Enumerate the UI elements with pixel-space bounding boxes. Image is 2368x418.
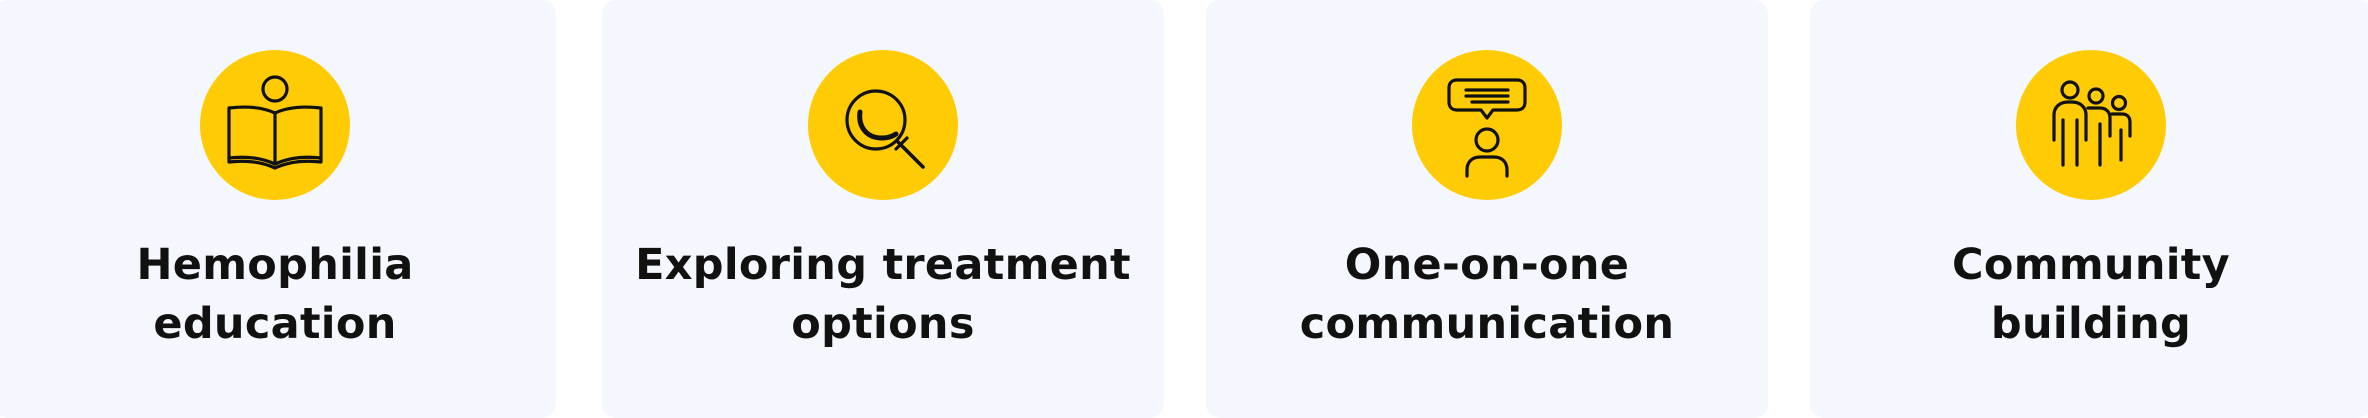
card-title-line-2: communication — [1299, 299, 1675, 349]
card-title-line-2: education — [153, 299, 397, 349]
card-title: Exploring treatment options — [602, 236, 1164, 354]
group-of-people-icon — [2052, 80, 2132, 167]
card-hemophilia-education: Hemophilia education — [0, 0, 556, 418]
icon-badge — [200, 50, 350, 200]
icon-badge — [2016, 50, 2166, 200]
magnifying-glass-icon — [845, 89, 925, 169]
card-title-line-1: Exploring treatment — [635, 240, 1131, 290]
icon-badge — [1412, 50, 1562, 200]
reading-person-icon — [227, 75, 323, 170]
card-title-line-1: Community — [1952, 240, 2230, 290]
card-title: Community building — [1810, 236, 2368, 354]
card-title-line-2: building — [1990, 299, 2192, 349]
card-one-on-one-communication: One-on-one communication — [1206, 0, 1768, 418]
card-title: Hemophilia education — [0, 236, 556, 354]
card-title-line-1: One-on-one — [1344, 240, 1630, 290]
card-exploring-treatment-options: Exploring treatment options — [602, 0, 1164, 418]
card-title-line-2: options — [791, 299, 975, 349]
card-community-building: Community building — [1810, 0, 2368, 418]
card-title-line-1: Hemophilia — [136, 240, 414, 290]
speech-bubble-person-icon — [1447, 78, 1527, 178]
card-title: One-on-one communication — [1206, 236, 1768, 354]
icon-badge — [808, 50, 958, 200]
